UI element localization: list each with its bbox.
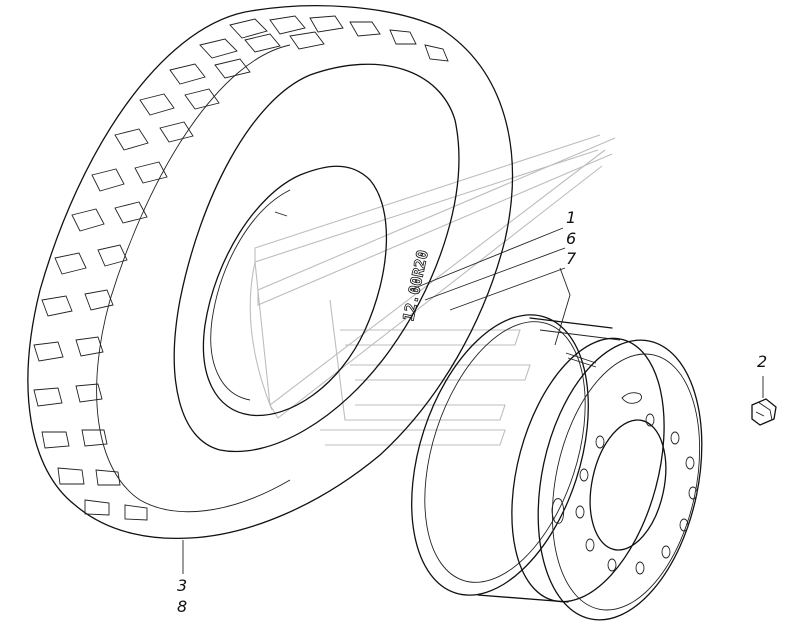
tread-pattern	[33, 15, 449, 521]
callout-6: 6	[566, 229, 577, 248]
leader-lines	[182, 227, 764, 574]
callout-7: 7	[566, 249, 577, 268]
callout-3: 3	[177, 576, 188, 595]
watermark-logo	[249, 134, 616, 446]
tire: 12.00R20	[27, 5, 514, 539]
valve-cap	[751, 398, 777, 426]
callout-2: 2	[757, 352, 768, 371]
bolt-holes	[575, 413, 698, 575]
callout-1: 1	[566, 208, 577, 227]
wheel-rim	[411, 314, 703, 621]
callout-8: 8	[177, 597, 188, 616]
